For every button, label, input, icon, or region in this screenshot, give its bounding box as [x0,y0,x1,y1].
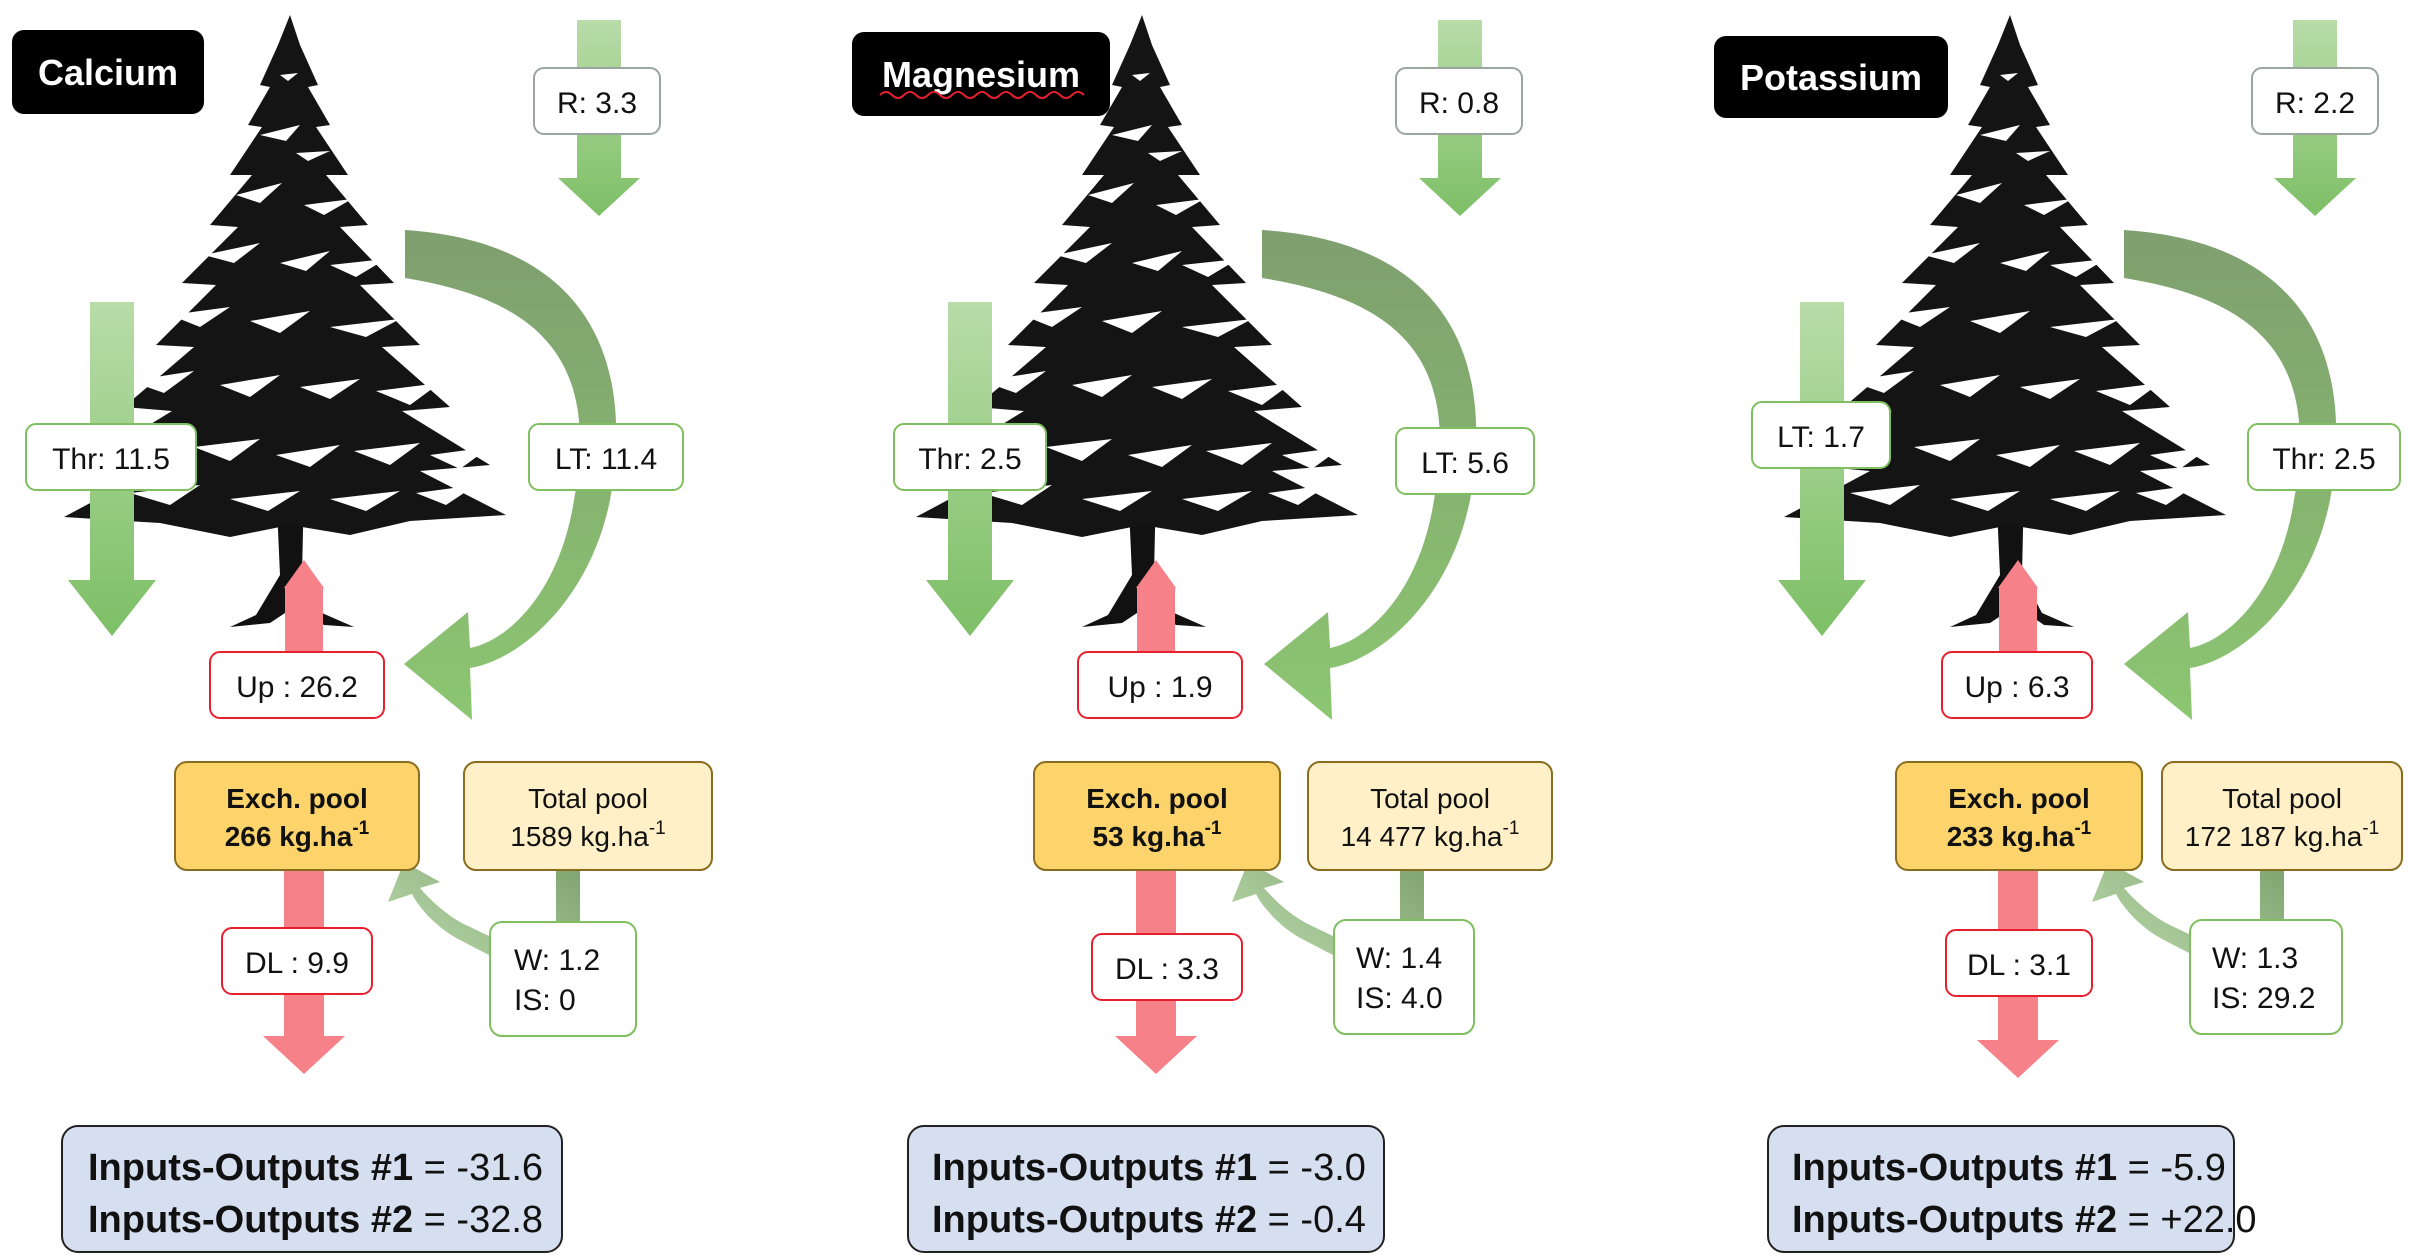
balance-box [61,1125,563,1253]
total-pool-value: 172 187 kg.ha-1 [2185,818,2379,852]
weathering-box [489,921,637,1037]
left-flux-label: LT: 1.7 [1777,421,1865,454]
weathering-w-label: W: 1.4 [1356,942,1442,975]
total-pool-label: Total pool [1370,783,1490,814]
panel-magnesium: R: 0.8 Thr: 2.5 LT: 5.6 Up : 1.9 Exch. p… [852,15,1553,1253]
weathering-is-label: IS: 29.2 [2212,982,2315,1015]
uptake-box [1077,651,1243,719]
exch-pool-label: Exch. pool [226,783,368,814]
weathering-w-label: W: 1.3 [2212,942,2298,975]
exch-pool-label: Exch. pool [1948,783,2090,814]
drainage-label: DL : 9.9 [245,947,349,980]
right-flux-label: LT: 11.4 [555,443,657,476]
exch-pool-value: 266 kg.ha-1 [225,818,370,852]
right-flux-box [528,423,684,491]
right-flux-arrow [2124,230,2337,720]
panel-title: Magnesium [882,54,1080,95]
right-flux-box [2247,423,2401,491]
balance-box [1767,1125,2235,1253]
rain-label: R: 0.8 [1419,87,1499,120]
title-badge [1714,36,1948,118]
uptake-arrow [1998,560,2038,588]
total-pool-box [1307,761,1553,871]
exch-pool-label: Exch. pool [1086,783,1228,814]
exch-pool-box [1033,761,1281,871]
rain-label-box [533,67,661,135]
balance-line-1: Inputs-Outputs #1 = -31.6 [88,1147,543,1189]
balance-line-2: Inputs-Outputs #2 = -0.4 [932,1199,1366,1241]
weathering-box [2189,919,2343,1035]
left-flux-box [1751,401,1891,469]
uptake-arrow [284,560,324,588]
panel-title: Potassium [1740,57,1922,98]
left-flux-box [893,423,1047,491]
total-pool-label: Total pool [2222,783,2342,814]
rain-label: R: 2.2 [2275,87,2355,120]
right-flux-arrow [404,230,617,720]
uptake-arrow [1136,560,1176,588]
balance-line-1: Inputs-Outputs #1 = -3.0 [932,1147,1366,1189]
total-pool-label: Total pool [528,783,648,814]
uptake-box [1941,651,2093,719]
rain-label-box [2251,67,2379,135]
uptake-label: Up : 26.2 [236,671,358,704]
total-pool-box [2161,761,2403,871]
right-flux-box [1395,427,1535,495]
uptake-label: Up : 1.9 [1107,671,1212,704]
total-pool-box [463,761,713,871]
panel-potassium: R: 2.2 LT: 1.7 Thr: 2.5 Up : 6.3 Exch. p… [1714,15,2403,1253]
exch-pool-box [1895,761,2143,871]
uptake-label: Up : 6.3 [1964,671,2069,704]
weathering-is-label: IS: 0 [514,984,576,1017]
left-flux-label: Thr: 11.5 [52,443,170,476]
exch-pool-value: 53 kg.ha-1 [1093,818,1222,852]
weathering-box [1333,919,1475,1035]
title-badge [12,30,204,114]
panel-calcium: R: 3.3 Thr: 11.5 LT: 11.4 Up : 26.2 Exch… [12,15,713,1253]
spellcheck-underline [879,91,1085,99]
uptake-box [209,651,385,719]
left-flux-label: Thr: 2.5 [918,443,1021,476]
right-flux-arrow [1262,230,1477,720]
drainage-box [1091,933,1243,1001]
drainage-label: DL : 3.1 [1967,949,2071,982]
weathering-w-label: W: 1.2 [514,944,600,977]
drainage-box [221,927,373,995]
balance-line-2: Inputs-Outputs #2 = -32.8 [88,1199,543,1241]
balance-line-2: Inputs-Outputs #2 = +22.0 [1792,1199,2257,1241]
exch-pool-value: 233 kg.ha-1 [1947,818,2092,852]
rain-label-box [1395,67,1523,135]
drainage-box [1945,929,2093,997]
right-flux-label: Thr: 2.5 [2272,443,2375,476]
balance-box [907,1125,1385,1253]
drainage-label: DL : 3.3 [1115,953,1219,986]
left-flux-box [25,423,197,491]
balance-line-1: Inputs-Outputs #1 = -5.9 [1792,1147,2226,1189]
exch-pool-box [174,761,420,871]
right-flux-label: LT: 5.6 [1421,447,1509,480]
panel-title: Calcium [38,52,178,93]
weathering-is-label: IS: 4.0 [1356,982,1443,1015]
rain-label: R: 3.3 [557,87,637,120]
total-pool-value: 1589 kg.ha-1 [510,818,665,852]
total-pool-value: 14 477 kg.ha-1 [1341,818,1520,852]
